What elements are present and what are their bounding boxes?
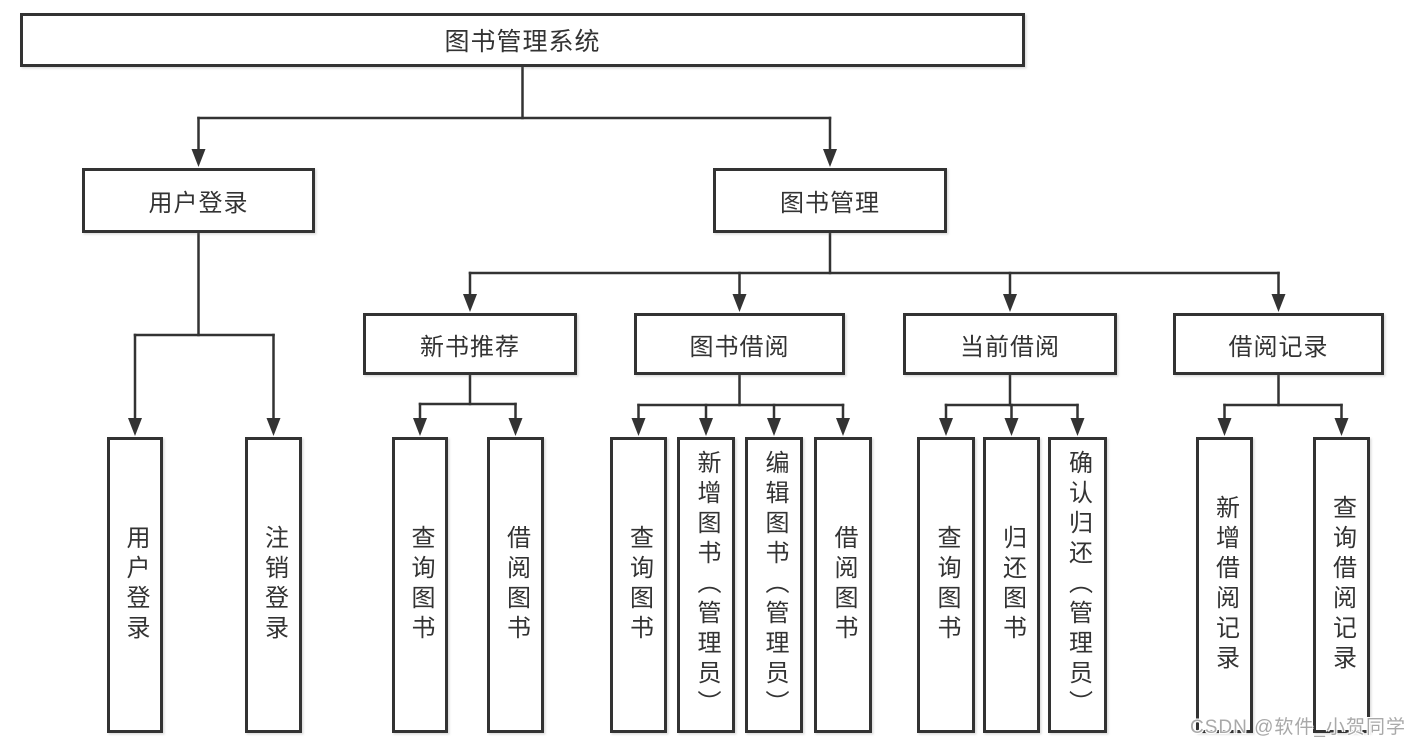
arrowhead-book-management-branch [823, 149, 837, 167]
arrowhead-leaf-query-borrow-record [1334, 418, 1349, 436]
node-leaf-confirm-return-admin: 确认归还（管理员） [1048, 437, 1107, 733]
node-label-book-management-branch: 图书管理 [780, 190, 880, 217]
node-label-book-borrowing: 图书借阅 [689, 333, 790, 361]
arrowhead-leaf-query-books-c [939, 418, 953, 436]
node-label-leaf-add-borrow-record: 新增借阅记录 [1211, 495, 1239, 675]
node-user-login-branch: 用户登录 [82, 168, 315, 233]
node-label-leaf-query-books-b: 查询图书 [625, 525, 653, 645]
node-label-leaf-query-books-c: 查询图书 [933, 525, 960, 645]
arrowhead-current-borrowing [1003, 294, 1017, 312]
arrowhead-borrowing-records [1271, 294, 1286, 312]
node-label-leaf-user-login: 用户登录 [122, 525, 149, 645]
arrowhead-leaf-logout [266, 418, 281, 436]
arrowhead-leaf-user-login [128, 418, 142, 436]
node-leaf-query-books-a: 查询图书 [392, 437, 448, 733]
arrowhead-user-login-branch [191, 149, 206, 167]
node-leaf-edit-books-admin: 编辑图书（管理员） [745, 437, 803, 733]
arrowhead-leaf-return-books [1004, 418, 1019, 436]
node-label-current-borrowing: 当前借阅 [960, 333, 1060, 361]
node-leaf-add-borrow-record: 新增借阅记录 [1196, 437, 1253, 733]
node-label-leaf-add-books-admin: 新增图书（管理员） [693, 450, 720, 720]
arrowhead-leaf-add-books-admin [699, 418, 713, 436]
node-leaf-add-books-admin: 新增图书（管理员） [677, 437, 735, 733]
node-leaf-borrow-books-a: 借阅图书 [487, 437, 544, 733]
node-label-leaf-edit-books-admin: 编辑图书（管理员） [761, 450, 788, 720]
arrowhead-new-book-recommend [463, 294, 477, 312]
arrowhead-leaf-borrow-books-a [508, 418, 523, 436]
node-system-root: 图书管理系统 [20, 13, 1025, 67]
node-new-book-recommend: 新书推荐 [363, 313, 577, 375]
node-leaf-query-borrow-record: 查询借阅记录 [1313, 437, 1370, 733]
node-label-user-login-branch: 用户登录 [148, 190, 249, 217]
csdn-watermark: CSDN @软件_小贺同学 [1190, 717, 1405, 738]
arrowhead-book-borrowing [732, 294, 747, 312]
node-leaf-borrow-books-b: 借阅图书 [814, 437, 872, 733]
arrowhead-leaf-query-books-a [413, 418, 427, 436]
arrowhead-leaf-query-books-b [631, 418, 646, 436]
node-label-leaf-confirm-return-admin: 确认归还（管理员） [1064, 450, 1092, 720]
node-label-leaf-logout: 注销登录 [260, 525, 288, 645]
node-label-leaf-borrow-books-b: 借阅图书 [830, 525, 857, 645]
arrowhead-leaf-confirm-return-admin [1070, 418, 1085, 436]
node-label-leaf-query-borrow-record: 查询借阅记录 [1328, 495, 1356, 675]
node-current-borrowing: 当前借阅 [903, 313, 1117, 375]
node-leaf-query-books-c: 查询图书 [917, 437, 975, 733]
node-book-management-branch: 图书管理 [713, 168, 947, 233]
arrowhead-leaf-add-borrow-record [1217, 418, 1232, 436]
node-label-leaf-query-books-a: 查询图书 [407, 525, 434, 645]
arrowhead-leaf-edit-books-admin [767, 418, 781, 436]
arrowhead-leaf-borrow-books-b [836, 418, 850, 436]
node-leaf-return-books: 归还图书 [983, 437, 1040, 733]
node-leaf-logout: 注销登录 [245, 437, 302, 733]
node-leaf-user-login: 用户登录 [107, 437, 163, 733]
node-borrowing-records: 借阅记录 [1173, 313, 1384, 375]
node-label-borrowing-records: 借阅记录 [1228, 333, 1329, 361]
node-label-new-book-recommend: 新书推荐 [420, 333, 520, 361]
node-label-leaf-borrow-books-a: 借阅图书 [502, 525, 530, 645]
node-label-system-root: 图书管理系统 [444, 28, 601, 56]
node-book-borrowing: 图书借阅 [634, 313, 845, 375]
node-label-leaf-return-books: 归还图书 [998, 525, 1026, 645]
node-leaf-query-books-b: 查询图书 [610, 437, 667, 733]
